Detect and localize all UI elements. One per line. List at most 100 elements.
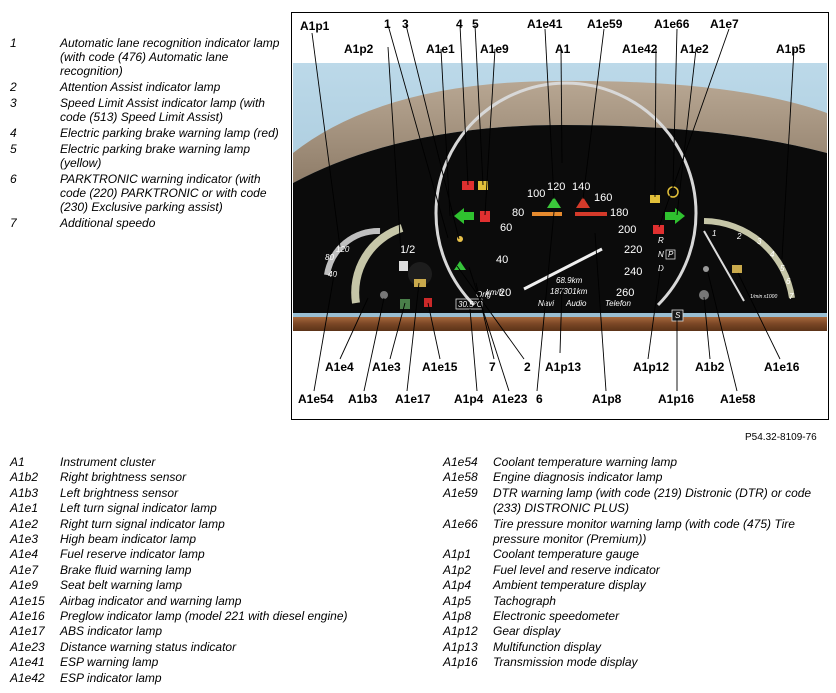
preglow-icon: [732, 265, 742, 273]
speedo-tick-label: 20: [499, 287, 511, 299]
legend-text: Fuel level and reserve indicator: [493, 562, 660, 577]
legend-code: A1p1: [443, 547, 472, 562]
speedo-tick-label: 100: [527, 188, 545, 200]
ambient-temp-readout: 30.5°C: [458, 300, 483, 309]
legend-text: Engine diagnosis indicator lamp: [493, 470, 663, 485]
callout-label: A1: [555, 42, 571, 56]
coolant-tick-label: 120: [336, 245, 350, 254]
legend-code: A1: [10, 455, 25, 469]
ambient-temp-box: [455, 298, 483, 310]
gear-letter: N: [658, 250, 664, 259]
callout-label: A1p16: [658, 392, 694, 406]
parking-brake-yellow-icon: [478, 181, 488, 190]
legend-text: Left brightness sensor: [60, 485, 179, 500]
legend-text: Coolant temperature gauge: [493, 547, 640, 562]
legend-text: Electric parking brake warning lamp (red…: [60, 126, 279, 140]
legend-code: A1b3: [10, 485, 39, 500]
legend-text: High beam indicator lamp: [60, 532, 197, 547]
legend-text: ESP indicator lamp: [60, 670, 162, 685]
coolant-gauge-arc: [324, 227, 381, 276]
legend-code: A1p5: [443, 593, 472, 608]
legend-text: Instrument cluster: [60, 455, 156, 469]
speedo-tick-label: 120: [547, 181, 565, 193]
legend-text: Additional speedo: [60, 216, 156, 230]
legend-item: A1e59 DTR warning lamp (with code (219) D…: [443, 486, 828, 517]
speedo-tick-label: 220: [624, 244, 642, 256]
cluster-illustration: 120 80 40 1/2 20 40 60 80 100 120 140 16…: [293, 17, 827, 406]
legend-code: A1e59: [443, 485, 478, 500]
tacho-tick-label: 4: [770, 250, 775, 259]
legend-text: ABS indicator lamp: [60, 624, 163, 639]
legend-code: A1p12: [443, 624, 478, 639]
legend-item: A1e3 High beam indicator lamp: [10, 532, 430, 547]
legend-text: DTR warning lamp (with code (219) Distro…: [493, 485, 812, 516]
legend-code: A1e3: [10, 532, 39, 547]
callout-label: A1e42: [622, 42, 658, 56]
callout-label: A1p1: [300, 19, 330, 33]
lane-assist-icon: [457, 236, 463, 242]
legend-text: Distance warning status indicator: [60, 639, 237, 654]
legend-code: A1e23: [10, 639, 45, 654]
callout-label: A1b2: [695, 360, 725, 374]
callout-label: A1e2: [680, 42, 709, 56]
legend-text: Right turn signal indicator lamp: [60, 516, 225, 531]
legend-code: A1b2: [10, 470, 39, 485]
legend-text: Airbag indicator and warning lamp: [60, 593, 242, 608]
speedo-tick-label: 160: [594, 192, 612, 204]
menu-item-label: Telefon: [605, 299, 632, 308]
callout-label: 1: [384, 17, 391, 31]
tacho-tick-label: 3: [757, 237, 762, 246]
legend-number: 4: [10, 126, 17, 140]
dtr-warning-icon: [576, 197, 590, 208]
legend-number: 5: [10, 142, 17, 156]
legend-text: Seat belt warning lamp: [60, 578, 183, 593]
legend-code: A1p8: [443, 609, 472, 624]
speedo-tick-label: 60: [500, 222, 512, 234]
legend-item: A1b3 Left brightness sensor: [10, 486, 430, 501]
legend-text: Left turn signal indicator lamp: [60, 501, 217, 516]
legend-text: Speed Limit Assist indicator lamp (with …: [60, 96, 265, 124]
callout-label: 6: [536, 392, 543, 406]
legend-code: A1e16: [10, 609, 45, 624]
legend-item: A1p1 Coolant temperature gauge: [443, 547, 828, 562]
parking-brake-red-icon: [462, 181, 474, 190]
transmission-mode-letter: S: [675, 311, 681, 320]
speedo-tick-label: 140: [572, 181, 590, 193]
odometer-readout: 187301km: [550, 287, 588, 296]
fuel-pump-icon: [399, 261, 408, 271]
gear-letter: D: [658, 264, 664, 273]
callout-label: A1b3: [348, 392, 378, 406]
transmission-mode-box: [671, 309, 684, 322]
park-gear-box: [665, 249, 676, 260]
fuel-gauge-arc: [351, 224, 404, 304]
speedometer-needle: [523, 247, 603, 291]
callout-label: A1p5: [776, 42, 806, 56]
legend-code: A1e15: [10, 593, 45, 608]
gear-letter: R: [658, 236, 664, 245]
left-brightness-sensor: [380, 291, 388, 299]
callout-label: A1e41: [527, 17, 563, 31]
fuel-half-label: 1/2: [400, 244, 415, 256]
coolant-tick-label: 80: [325, 253, 334, 262]
legend-text: PARKTRONIC warning indicator (with code …: [60, 172, 267, 214]
legend-code: A1p16: [443, 655, 478, 670]
callout-label: 7: [489, 360, 496, 374]
callout-label: A1e9: [480, 42, 509, 56]
legend-code: A1p13: [443, 639, 478, 654]
legend-code: A1e66: [443, 516, 478, 531]
callout-label: A1e23: [492, 392, 528, 406]
callout-label: A1e3: [372, 360, 401, 374]
speedo-tick-label: 200: [618, 224, 636, 236]
